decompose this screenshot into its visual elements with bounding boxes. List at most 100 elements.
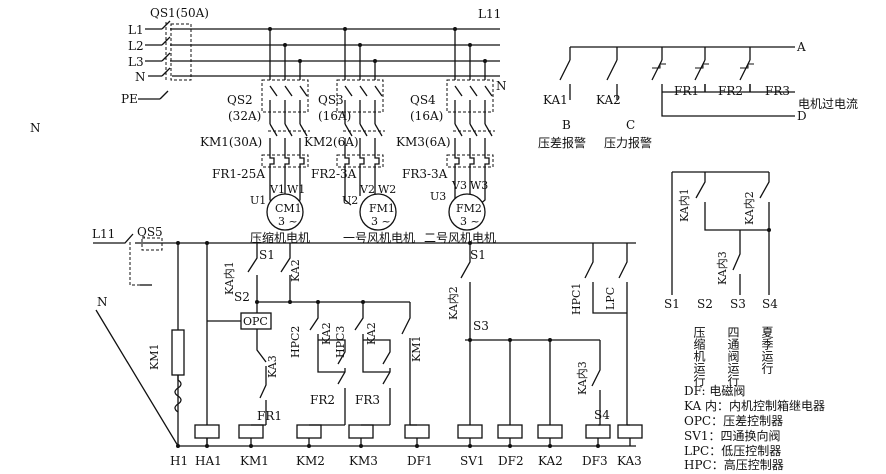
ctrl-lpc: LPC xyxy=(604,287,617,310)
legend: DF: 电磁阀 KA 内：内机控制箱继电器 OPC：压差控制器 SV1：四通换向… xyxy=(684,383,825,472)
ctrl-ka2-b: KA2 xyxy=(320,322,333,345)
left-n-label: N xyxy=(30,121,41,135)
load-ha1: HA1 xyxy=(195,454,222,468)
alarm-circuit: A D KA1 KA2 FR1 FR2 FR3 B C 压差报警 压力报警 电机… xyxy=(538,40,858,150)
alarm-contact-ka1: KA1 xyxy=(543,93,568,107)
mode-contacts: KA内1 KA内2 KA内3 S1 S2 S3 S4 压缩机运行 四通阀运行 夏… xyxy=(664,171,778,386)
ctrl-fr2: FR2 xyxy=(310,393,335,407)
control-circuit: L11 N QS5 KM1 S1 KA内1 KA2 S2 OPC xyxy=(92,225,643,468)
control-qs5-label: QS5 xyxy=(137,225,163,239)
motor-fm2 xyxy=(448,193,486,231)
ctrl-s1-a: S1 xyxy=(259,248,275,262)
ctrl-hpc2: HPC2 xyxy=(289,326,302,358)
legend-lpc: LPC：低压控制器 xyxy=(684,444,781,458)
breaker-qs3-rating: (16A) xyxy=(318,109,351,123)
motor-caption-compressor: 压缩机电机 xyxy=(250,230,310,245)
motor-fm2-name: FM2 xyxy=(456,202,482,215)
terminal-v1: V1 xyxy=(269,183,285,196)
thermal-fr1-label: FR1-25A xyxy=(212,167,265,181)
ctrl-km1-contact-df1: KM1 xyxy=(410,336,423,362)
motor-fm1-name: FM1 xyxy=(369,202,395,215)
main-switch-label: QS1(50A) xyxy=(150,6,209,20)
legend-ka-in: KA 内：内机控制箱继电器 xyxy=(684,398,825,413)
alarm-caption-diff: 压差报警 xyxy=(538,135,586,150)
motor-fm2-phase: 3 ~ xyxy=(460,215,480,228)
breaker-qs2-label: QS2 xyxy=(227,93,253,107)
breaker-qs3-label: QS3 xyxy=(318,93,344,107)
line-label-n: N xyxy=(135,70,146,84)
mode-desc-summer: 夏季运行 xyxy=(760,326,774,374)
alarm-contact-fr1: FR1 xyxy=(674,84,699,98)
legend-df: DF: 电磁阀 xyxy=(684,383,745,398)
mode-terminal-s1: S1 xyxy=(664,297,680,311)
load-df2: DF2 xyxy=(498,454,524,468)
terminal-u2: U2 xyxy=(342,194,358,207)
load-h1: H1 xyxy=(170,454,188,468)
alarm-contact-fr2: FR2 xyxy=(718,84,743,98)
alarm-output-b: B xyxy=(562,118,571,132)
load-ka2: KA2 xyxy=(538,454,563,468)
terminal-u3: U3 xyxy=(430,190,446,203)
mode-terminal-s4: S4 xyxy=(762,297,778,311)
ctrl-hpc1: HPC1 xyxy=(570,283,583,315)
motors: CM1 3 ~ FM1 3 ~ FM2 3 ~ U1 V1 W1 U2 V2 W… xyxy=(250,179,496,245)
alarm-caption-pressure: 压力报警 xyxy=(604,135,652,150)
load-sv1: SV1 xyxy=(460,454,485,468)
mode-ka-in3: KA内3 xyxy=(715,251,729,285)
motor-cm1-name: CM1 xyxy=(275,202,302,215)
motor-fm1 xyxy=(359,193,397,231)
ctrl-s4: S4 xyxy=(594,408,610,422)
ctrl-ka-in2: KA内2 xyxy=(446,286,460,320)
control-loads xyxy=(194,424,643,446)
line-label-l1: L1 xyxy=(128,23,144,37)
breaker-qs2-rating: (32A) xyxy=(228,109,261,123)
load-km2: KM2 xyxy=(296,454,325,468)
contactors: KM1(30A) KM2(6A) KM3(6A) xyxy=(200,123,495,155)
legend-hpc: HPC：高压控制器 xyxy=(684,457,784,472)
load-km1: KM1 xyxy=(240,454,269,468)
ctrl-ka3: KA3 xyxy=(266,355,279,378)
terminal-v2: V2 xyxy=(359,183,375,196)
ctrl-ka2-c: KA2 xyxy=(365,322,378,345)
control-n-label: N xyxy=(97,295,108,309)
breaker-qs4-rating: (16A) xyxy=(410,109,443,123)
ctrl-s1-b: S1 xyxy=(470,248,486,262)
power-n-label: N xyxy=(496,79,507,93)
ctrl-fr3: FR3 xyxy=(355,393,380,407)
load-km3: KM3 xyxy=(349,454,378,468)
alarm-contact-fr3: FR3 xyxy=(765,84,790,98)
contactor-km2-label: KM2(6A) xyxy=(304,135,359,149)
branch-drops xyxy=(268,27,487,80)
terminal-v3: V3 xyxy=(451,179,467,192)
breakers: QS2 (32A) QS3 (16A) QS4 (16A) xyxy=(227,79,494,124)
mode-desc-fourway: 四通阀运行 xyxy=(726,326,740,386)
ctrl-fr1: FR1 xyxy=(257,409,282,423)
line-label-l3: L3 xyxy=(128,55,144,69)
ctrl-opc: OPC xyxy=(243,315,268,328)
motor-caption-fan1: 一号风机电机 xyxy=(343,231,415,245)
alarm-output-c: C xyxy=(626,118,635,132)
thermal-fr2-label: FR2-3A xyxy=(311,167,357,181)
terminal-w3: W3 xyxy=(470,179,488,192)
ctrl-s2: S2 xyxy=(234,290,250,304)
control-l11-label: L11 xyxy=(92,227,115,241)
alarm-contact-ka2: KA2 xyxy=(596,93,621,107)
terminal-w2: W2 xyxy=(378,183,396,196)
terminal-w1: W1 xyxy=(287,183,305,196)
motor-cm1 xyxy=(266,193,304,231)
alarm-overcurrent: 电机过电流 xyxy=(798,97,858,111)
ctrl-km1-contact-left: KM1 xyxy=(148,344,161,370)
mode-ka-in1: KA内1 xyxy=(677,188,691,222)
ctrl-ka-in1: KA内1 xyxy=(222,261,236,295)
legend-sv1: SV1：四通换向阀 xyxy=(684,428,781,443)
ctrl-ka2-a: KA2 xyxy=(289,259,302,282)
alarm-rail-a: A xyxy=(796,40,806,54)
mode-terminal-s3: S3 xyxy=(730,297,746,311)
motor-cm1-phase: 3 ~ xyxy=(278,215,298,228)
legend-opc: OPC：压差控制器 xyxy=(684,414,783,428)
line-label-pe: PE xyxy=(121,92,138,106)
motor-caption-fan2: 二号风机电机 xyxy=(424,231,496,245)
breaker-qs4-label: QS4 xyxy=(410,93,436,107)
mode-desc-compressor: 压缩机运行 xyxy=(692,326,706,386)
